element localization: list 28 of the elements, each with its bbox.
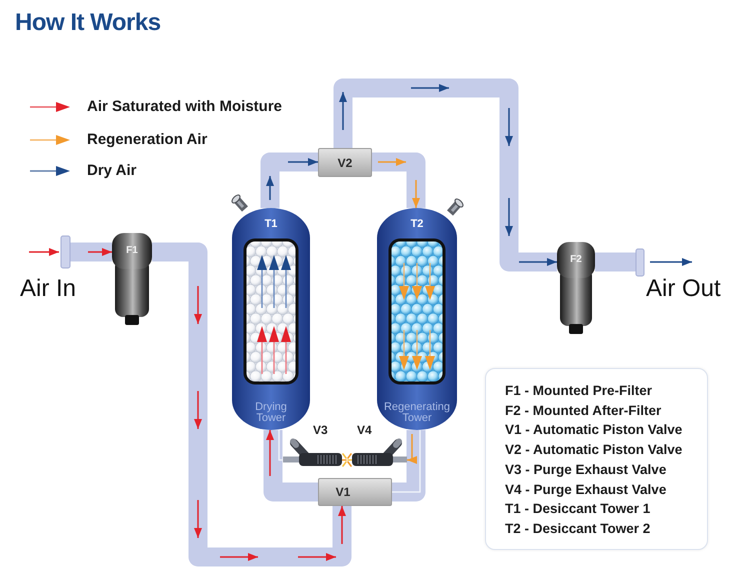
valve-body: V1 [318, 478, 392, 506]
pipe-line [392, 430, 421, 493]
legend-text: Regeneration Air [87, 131, 208, 149]
key-entry: V3 - Purge Exhaust Valve [505, 460, 668, 479]
key-entry: V4 - Purge Exhaust Valve [505, 480, 668, 499]
filter-label: F1 [125, 245, 139, 257]
key-panel [485, 368, 708, 550]
flow-arrow [342, 87, 557, 266]
valve-label: V3 [313, 424, 328, 437]
valve-body: V2 [318, 148, 372, 177]
valve-label: V4 [357, 424, 372, 437]
key-entry: T2 - Desiccant Tower 2 [505, 520, 652, 538]
legend-text: Dry Air [87, 162, 136, 180]
tower-caption: Regenerating Tower [382, 402, 452, 424]
inlet-label: Air In [20, 275, 76, 302]
tower-label: T2 [410, 218, 424, 231]
filter-label: F2 [569, 254, 583, 266]
diagram-title: How It Works [15, 9, 161, 37]
key-entry: F1 - Mounted Pre-Filter [505, 382, 654, 400]
key-entry: V2 - Automatic Piston Valve [505, 441, 684, 460]
tower-label: T1 [264, 218, 278, 231]
tower-caption: Drying Tower [254, 402, 288, 424]
key-entry: T1 - Desiccant Tower 1 [505, 500, 652, 518]
outlet-label: Air Out [646, 262, 726, 302]
flow-arrow [29, 248, 112, 256]
key-entry: F2 - Mounted After-Filter [505, 402, 662, 420]
legend-text: Air Saturated with Moisture [87, 98, 282, 116]
key-entry: V1 - Automatic Piston Valve [505, 421, 684, 440]
